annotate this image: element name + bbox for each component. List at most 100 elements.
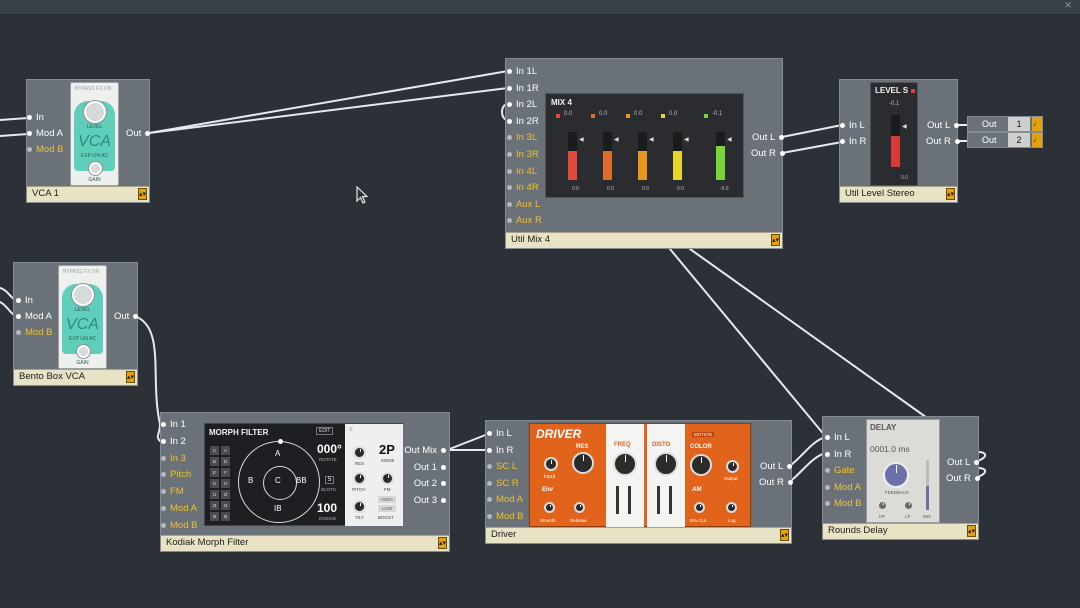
delay-input-0[interactable]: In L: [825, 432, 850, 444]
driver-input-0[interactable]: In L: [487, 428, 512, 440]
vca1-input-mod-a[interactable]: Mod A: [27, 128, 63, 140]
jack-icon[interactable]: [27, 114, 32, 120]
jack-icon[interactable]: [16, 297, 21, 303]
mix4-input-6[interactable]: In 4L: [507, 166, 537, 178]
jack-icon[interactable]: [487, 464, 492, 470]
feedback-knob[interactable]: [883, 462, 909, 488]
jack-icon[interactable]: [487, 430, 492, 436]
module-menu-button[interactable]: ▴▾: [780, 529, 789, 541]
jack-icon[interactable]: [161, 421, 166, 427]
low-button[interactable]: LOW: [378, 505, 396, 512]
jack-icon[interactable]: [787, 479, 793, 485]
morph-pad[interactable]: I5: [210, 512, 219, 521]
input-knob[interactable]: [544, 457, 558, 471]
morph-pad[interactable]: H: [221, 479, 230, 488]
menu-icon[interactable]: ≡: [349, 427, 353, 433]
radius-value[interactable]: 100: [317, 501, 338, 515]
delay-output-out-l[interactable]: Out L: [947, 457, 980, 469]
morph-input-6[interactable]: Mod B: [161, 520, 197, 532]
disto-knob[interactable]: [654, 452, 678, 476]
log-knob[interactable]: [726, 502, 737, 513]
vca1-output-out[interactable]: Out: [126, 128, 151, 140]
bento-input-mod-a[interactable]: Mod A: [16, 311, 52, 323]
edit-button[interactable]: EDIT: [316, 427, 334, 435]
morph-output-2[interactable]: Out 2: [414, 478, 446, 490]
fader-handle-icon[interactable]: ◀: [684, 137, 689, 143]
driver-input-3[interactable]: SC R: [487, 478, 519, 490]
res-knob[interactable]: [353, 446, 366, 459]
mix4-output-out-l[interactable]: Out L: [752, 132, 785, 144]
morph-input-1[interactable]: In 2: [161, 436, 186, 448]
module-name[interactable]: VCA 1: [32, 188, 59, 199]
host-output-2[interactable]: Out 2 ♩: [967, 132, 1043, 148]
module-menu-button[interactable]: ▴▾: [967, 525, 976, 537]
mix4-input-3[interactable]: In 2R: [507, 116, 539, 128]
module-name[interactable]: Rounds Delay: [828, 525, 888, 536]
jack-icon[interactable]: [161, 489, 166, 495]
jack-icon[interactable]: [825, 501, 830, 507]
level-knob[interactable]: [72, 284, 94, 306]
driver-input-4[interactable]: Mod A: [487, 494, 523, 506]
jack-icon[interactable]: [825, 484, 830, 490]
morph-input-0[interactable]: In 1: [161, 419, 186, 431]
morph-pad[interactable]: I1: [210, 490, 219, 499]
tilt-knob[interactable]: [353, 500, 366, 513]
jack-icon[interactable]: [16, 313, 21, 319]
jack-icon[interactable]: [507, 102, 512, 108]
mix4-input-1[interactable]: In 1R: [507, 83, 539, 95]
delay-input-3[interactable]: Mod A: [825, 482, 861, 494]
module-name[interactable]: Util Level Stereo: [845, 188, 915, 199]
jack-icon[interactable]: [779, 134, 785, 140]
jack-icon[interactable]: [487, 513, 492, 519]
morph-pad[interactable]: D: [221, 457, 230, 466]
jack-icon[interactable]: [507, 201, 512, 207]
driver-output-out-r[interactable]: Out R: [759, 477, 793, 489]
jack-icon[interactable]: [27, 146, 32, 152]
jack-icon[interactable]: [825, 434, 830, 440]
bento-input-mod-b[interactable]: Mod B: [16, 327, 52, 339]
host-output-channel[interactable]: 2: [1008, 133, 1030, 147]
jack-icon[interactable]: [161, 522, 166, 528]
driver-input-5[interactable]: Mod B: [487, 511, 523, 523]
morph-pad[interactable]: F: [221, 468, 230, 477]
mix4-input-4[interactable]: In 3L: [507, 132, 537, 144]
smooth-knob[interactable]: [544, 502, 555, 513]
res-knob[interactable]: [572, 452, 594, 474]
delay-input-2[interactable]: Gate: [825, 465, 855, 477]
release-knob[interactable]: [574, 502, 585, 513]
mode-value[interactable]: 2P: [379, 442, 395, 457]
high-button[interactable]: HIGH: [378, 496, 396, 503]
bento-vca-module[interactable]: In Mod A Mod B BYPASS FX ON LEVEL VCA EX…: [13, 262, 139, 386]
module-menu-button[interactable]: ▴▾: [438, 537, 447, 549]
jack-icon[interactable]: [161, 505, 166, 511]
jack-icon[interactable]: [787, 463, 793, 469]
fader-handle-icon[interactable]: ◀: [727, 137, 732, 143]
level-input-in-l[interactable]: In L: [840, 120, 865, 132]
jack-icon[interactable]: [441, 481, 446, 487]
jack-icon[interactable]: [161, 455, 166, 461]
driver-output-out-l[interactable]: Out L: [760, 461, 793, 473]
module-name[interactable]: Util Mix 4: [511, 234, 551, 245]
jack-icon[interactable]: [840, 138, 845, 144]
jack-icon[interactable]: [507, 168, 512, 174]
module-menu-button[interactable]: ▴▾: [771, 234, 780, 246]
jack-icon[interactable]: [441, 497, 446, 503]
level-knob[interactable]: [84, 101, 106, 123]
jack-icon[interactable]: [161, 472, 166, 478]
module-menu-button[interactable]: ▴▾: [126, 371, 135, 383]
delay-input-4[interactable]: Mod B: [825, 498, 861, 510]
color-knob[interactable]: [690, 454, 712, 476]
env-cut-knob[interactable]: [694, 502, 705, 513]
morph-pad[interactable]: G: [210, 479, 219, 488]
module-name[interactable]: Bento Box VCA: [19, 371, 86, 382]
slots-value[interactable]: 5: [325, 476, 335, 484]
gain-knob[interactable]: [89, 162, 102, 175]
jack-icon[interactable]: [507, 151, 512, 157]
host-output-1[interactable]: Out 1 ♩: [967, 116, 1043, 132]
morph-pad[interactable]: I6: [221, 512, 230, 521]
morph-dot-icon[interactable]: [278, 439, 283, 444]
driver-input-1[interactable]: In R: [487, 445, 513, 457]
